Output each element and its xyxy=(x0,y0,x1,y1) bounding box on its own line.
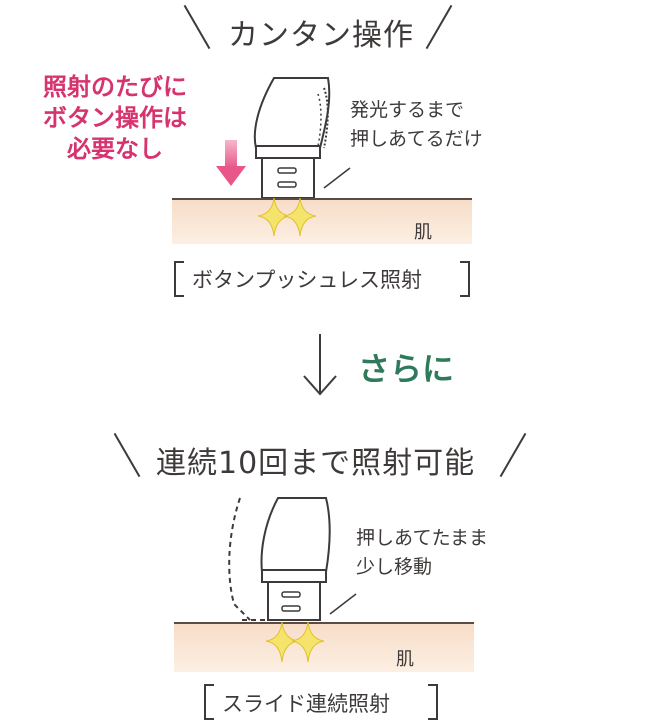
heading2-slash-left xyxy=(113,432,141,478)
side-note: 照射のたびに ボタン操作は 必要なし xyxy=(22,72,208,165)
caption-2: スライド連続照射 xyxy=(222,692,390,716)
skin-label-2: 肌 xyxy=(396,649,414,670)
caption-2-bracket-right xyxy=(428,684,438,720)
heading2-slash-right xyxy=(499,432,527,478)
caption-2-bracket-left xyxy=(204,684,214,720)
callout-2-leader xyxy=(329,593,357,615)
callout-1-line-2: 押しあてるだけ xyxy=(350,128,483,150)
callout-1-line-1: 発光するまで xyxy=(350,99,465,121)
side-note-line-2: ボタン操作は xyxy=(43,104,187,132)
heading-slash-right xyxy=(425,4,453,50)
callout-2-line-2: 少し移動 xyxy=(356,556,433,578)
device-head-slide-icon xyxy=(228,497,331,621)
arrow-down-icon xyxy=(216,140,246,186)
sparkle-icon-2 xyxy=(265,621,325,663)
callout-1-leader xyxy=(323,167,351,189)
side-note-line-3: 必要なし xyxy=(67,135,163,163)
callout-1: 発光するまで 押しあてるだけ xyxy=(350,96,483,154)
skin-label-1: 肌 xyxy=(414,222,432,243)
sparkle-icon xyxy=(257,197,317,237)
callout-2-line-1: 押しあてたまま xyxy=(356,527,489,549)
section2-heading: 連続10回まで照射可能 xyxy=(156,446,476,481)
skin-area-2 xyxy=(174,622,474,672)
section1-heading: カンタン操作 xyxy=(228,18,414,53)
arrow-down-thin-icon xyxy=(303,334,337,396)
caption-1-bracket-right xyxy=(460,261,470,297)
caption-1: ボタンプッシュレス照射 xyxy=(192,268,422,292)
caption-1-bracket-left xyxy=(174,261,184,297)
skin-area-1 xyxy=(172,198,472,244)
side-note-line-1: 照射のたびに xyxy=(43,73,187,101)
callout-2: 押しあてたまま 少し移動 xyxy=(356,524,488,582)
device-head-icon xyxy=(253,77,331,199)
transition-label: さらに xyxy=(358,350,455,388)
heading-slash-left xyxy=(183,4,211,50)
